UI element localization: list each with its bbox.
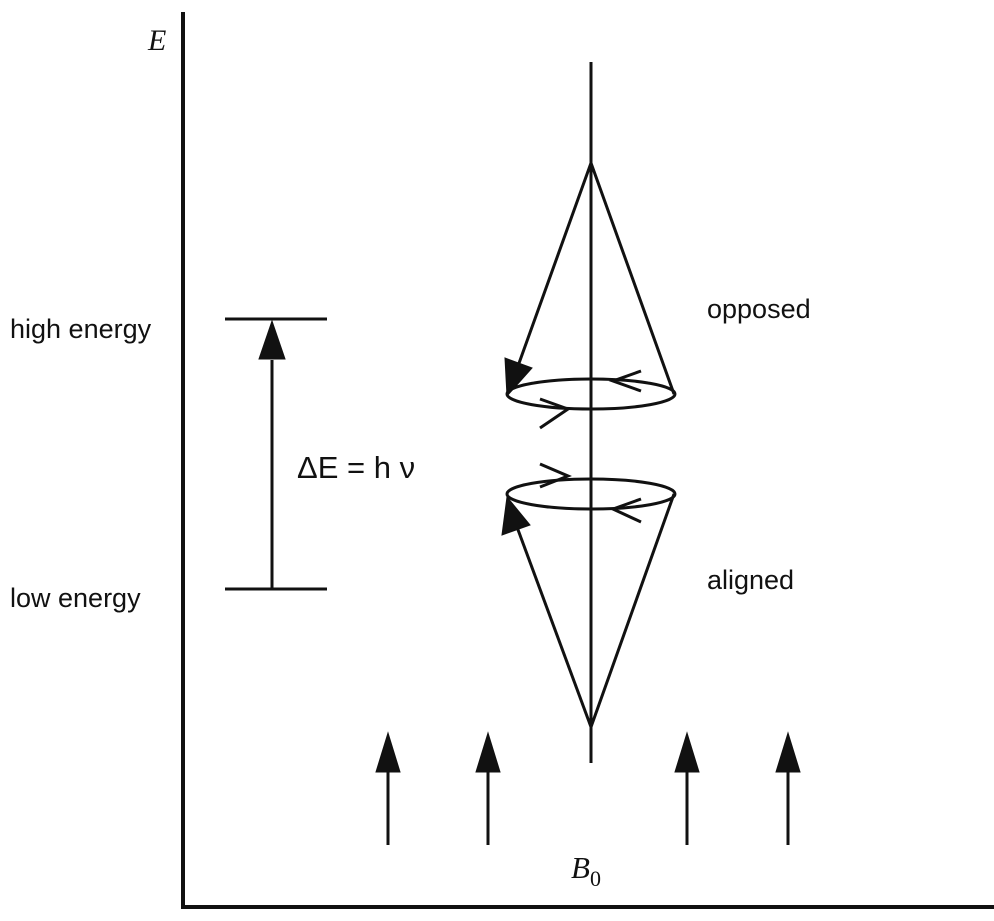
field-label-subscript: 0	[590, 866, 601, 891]
low-energy-label: low energy	[10, 583, 141, 613]
aligned-cone-right-edge	[591, 494, 674, 727]
field-arrowhead-2	[476, 733, 500, 772]
magnetic-field-arrows	[376, 733, 800, 845]
aligned-orbit-arrow-front	[613, 499, 641, 522]
field-label-main: B	[571, 850, 590, 885]
field-label: B0	[571, 850, 601, 891]
aligned-spin-cone	[502, 464, 675, 727]
aligned-orbit-arrow-back	[540, 464, 568, 487]
opposed-orbit-arrow-front	[540, 399, 568, 428]
aligned-state-label: aligned	[707, 565, 794, 595]
delta-e-label: ΔE = h ν	[297, 450, 415, 485]
opposed-state-label: opposed	[707, 294, 811, 324]
transition-arrowhead	[259, 321, 285, 359]
y-axis-label: E	[147, 24, 166, 57]
field-arrowhead-4	[776, 733, 800, 772]
opposed-spin-vector	[518, 163, 591, 366]
field-arrowhead-3	[675, 733, 699, 772]
opposed-cone-right-edge	[591, 163, 674, 394]
high-energy-label: high energy	[10, 314, 152, 344]
field-arrowhead-1	[376, 733, 400, 772]
aligned-spin-vector	[517, 527, 591, 727]
